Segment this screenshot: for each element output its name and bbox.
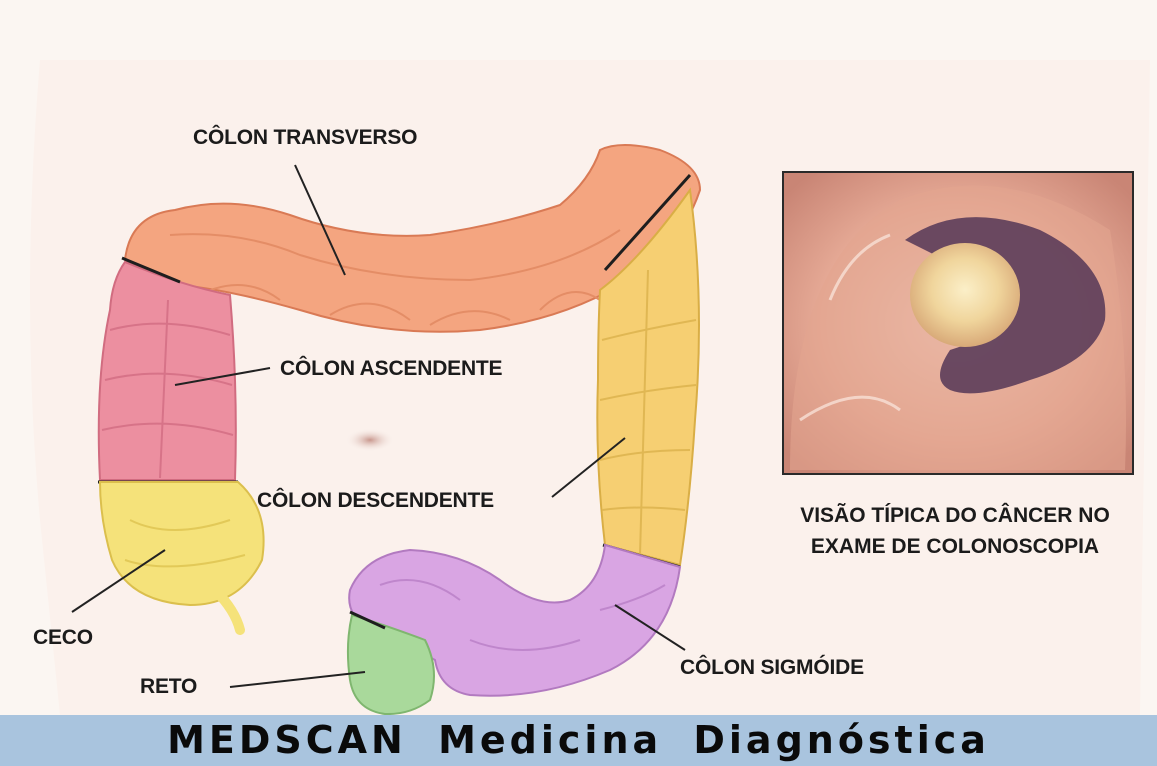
label-transverse-colon: CÔLON TRANSVERSO [193,126,417,150]
label-cecum: CECO [33,626,93,650]
brand-banner-text: MEDSCAN Medicina Diagnóstica [167,718,990,762]
ascending-colon-shape [99,262,236,480]
caption-line-1: VISÃO TÍPICA DO CÂNCER NO [760,500,1150,531]
label-rectum: RETO [140,675,197,699]
label-sigmoid-colon: CÔLON SIGMÓIDE [680,656,864,680]
endoscopy-photo [783,172,1133,474]
label-descending-colon: CÔLON DESCENDENTE [257,489,494,513]
caption-line-2: EXAME DE COLONOSCOPIA [760,531,1150,562]
label-ascending-colon: CÔLON ASCENDENTE [280,357,502,381]
brand-banner: MEDSCAN Medicina Diagnóstica [0,715,1157,766]
endoscopy-caption: VISÃO TÍPICA DO CÂNCER NO EXAME DE COLON… [760,500,1150,562]
navel-mark [345,428,395,452]
